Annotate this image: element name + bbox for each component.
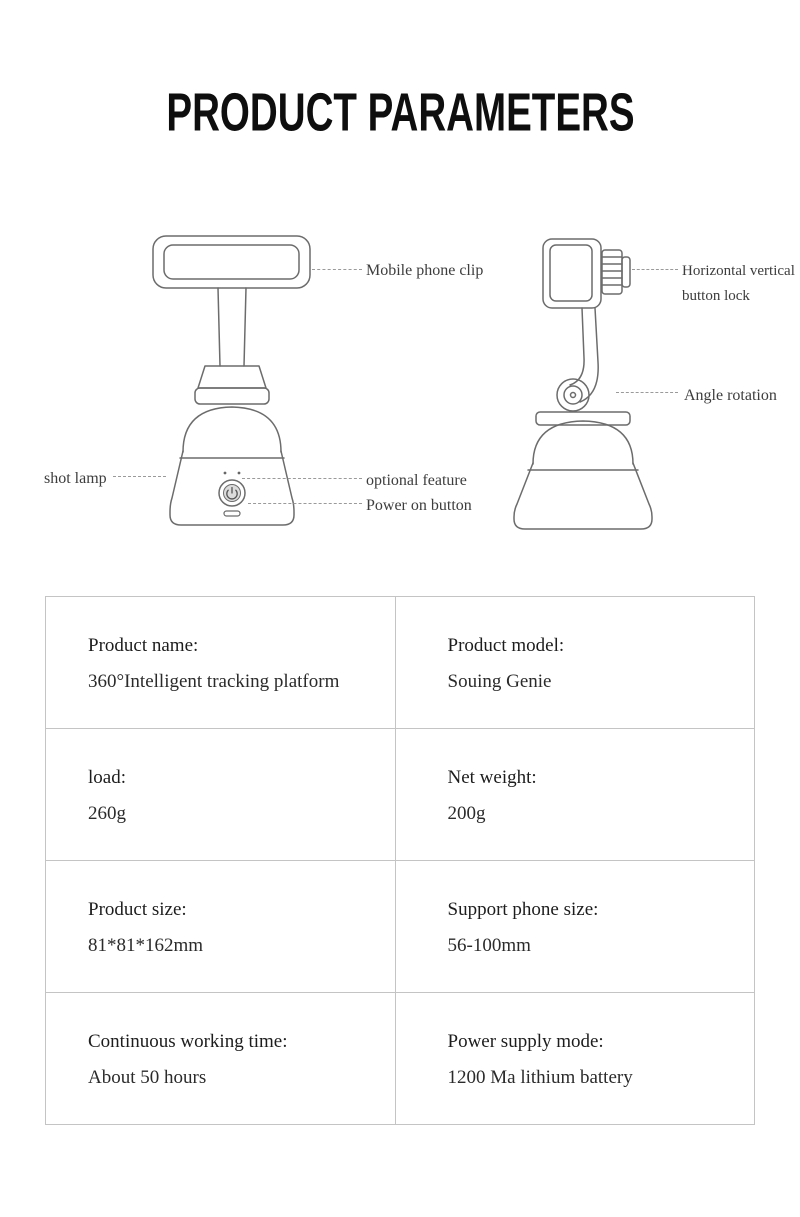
usb-port-icon: [223, 510, 241, 517]
cell-label: Product model:: [447, 635, 565, 656]
cell-value: 260g: [88, 803, 126, 824]
callout-button-lock-line2: button lock: [682, 288, 750, 304]
device-side-illustration: [513, 238, 653, 530]
cell-value: 360°Intelligent tracking platform: [88, 671, 340, 692]
callout-power-on-button: Power on button: [366, 497, 472, 514]
cell-working-time: Continuous working time: About 50 hours: [46, 993, 395, 1124]
lock-knob-icon: [601, 249, 631, 295]
spec-table: Product name: 360°Intelligent tracking p…: [45, 596, 755, 1125]
cell-label: Power supply mode:: [447, 1031, 604, 1052]
page-title: PRODUCT PARAMETERS: [165, 81, 635, 142]
rotation-joint-icon: [556, 378, 590, 412]
cell-load: load: 260g: [46, 729, 395, 860]
cell-label: Net weight:: [447, 767, 537, 788]
cell-value: About 50 hours: [88, 1067, 207, 1088]
leader-line-power-on-button: [248, 503, 362, 504]
callout-button-lock-line1: Horizontal vertical: [682, 263, 795, 279]
cell-value: 200g: [447, 803, 486, 824]
table-row: Product size: 81*81*162mm Support phone …: [46, 860, 754, 992]
phone-clip-outline: [152, 235, 311, 289]
table-row: load: 260g Net weight: 200g: [46, 728, 754, 860]
callout-shot-lamp: shot lamp: [44, 470, 107, 487]
callout-button-lock: Horizontal vertical button lock: [682, 259, 795, 309]
table-row: Continuous working time: About 50 hours …: [46, 992, 754, 1124]
cell-label: load:: [88, 767, 126, 788]
leader-line-angle-rotation: [616, 392, 678, 393]
indicator-dots: [223, 471, 227, 475]
cell-power-supply: Power supply mode: 1200 Ma lithium batte…: [394, 993, 755, 1124]
page-title-wrap: PRODUCT PARAMETERS: [0, 81, 800, 142]
cell-value: 1200 Ma lithium battery: [447, 1067, 633, 1088]
cell-label: Product name:: [88, 635, 199, 656]
callout-mobile-phone-clip: Mobile phone clip: [366, 262, 484, 279]
device-front-illustration: [152, 235, 311, 526]
cell-product-name: Product name: 360°Intelligent tracking p…: [46, 597, 395, 728]
cell-label: Continuous working time:: [88, 1031, 288, 1052]
power-button-icon: [218, 479, 246, 507]
cell-product-model: Product model: Souing Genie: [394, 597, 755, 728]
cell-support-phone-size: Support phone size: 56-100mm: [394, 861, 755, 992]
leader-line-mobile-phone-clip: [312, 269, 362, 270]
leader-line-button-lock: [632, 269, 678, 270]
cell-value: 56-100mm: [447, 935, 531, 956]
callout-angle-rotation: Angle rotation: [684, 387, 777, 404]
cell-value: Souing Genie: [447, 671, 552, 692]
leader-line-optional-feature: [242, 478, 362, 479]
cell-label: Product size:: [88, 899, 187, 920]
cell-net-weight: Net weight: 200g: [394, 729, 755, 860]
leader-line-shot-lamp: [113, 476, 166, 477]
cell-value: 81*81*162mm: [88, 935, 204, 956]
table-row: Product name: 360°Intelligent tracking p…: [46, 597, 754, 728]
cell-product-size: Product size: 81*81*162mm: [46, 861, 395, 992]
callout-optional-feature: optional feature: [366, 472, 467, 489]
cell-label: Support phone size:: [447, 899, 599, 920]
